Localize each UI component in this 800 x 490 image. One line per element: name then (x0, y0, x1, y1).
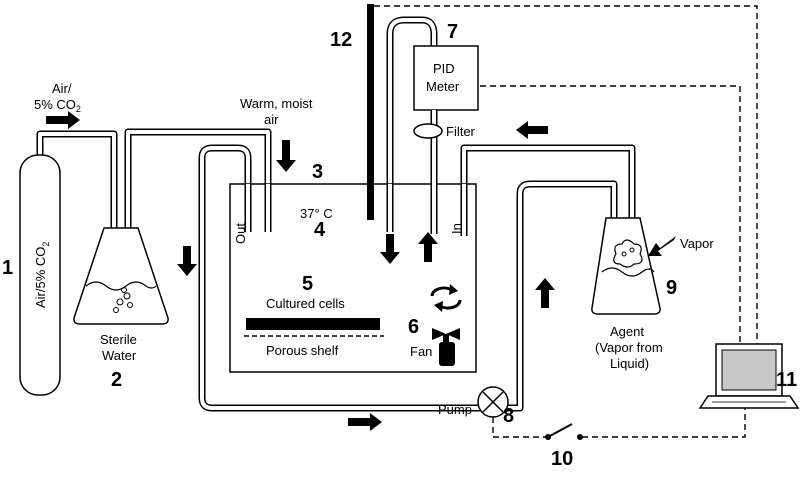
flow-arrow-icon (418, 232, 438, 262)
label-2: 2 (111, 369, 122, 391)
flow-arrow-icon (535, 278, 555, 308)
switch-icon (545, 423, 583, 440)
air-co2-label-2: 5% CO2 (34, 97, 81, 114)
probe-icon (367, 4, 374, 220)
flow-arrow-icon (380, 234, 400, 264)
label-6: 6 (408, 316, 419, 338)
rotation-arrows-icon (430, 284, 462, 312)
flow-arrow-icon (516, 121, 548, 139)
cultured-cells-label: Cultured cells (266, 296, 345, 311)
flow-arrow-icon (46, 111, 80, 129)
fan-label: Fan (410, 344, 432, 359)
label-3: 3 (312, 161, 323, 183)
agent-flask-icon (591, 217, 661, 315)
porous-shelf-label: Porous shelf (266, 343, 339, 358)
agent-label-3: Liquid) (610, 356, 649, 371)
air-label: air (264, 112, 279, 127)
label-4: 4 (314, 219, 326, 241)
label-12: 12 (330, 29, 352, 51)
label-9: 9 (666, 277, 677, 299)
water-label: Water (102, 348, 137, 363)
filter-label: Filter (446, 124, 476, 139)
temperature-label: 37° C (300, 206, 333, 221)
label-1: 1 (2, 257, 13, 279)
pid-label: PID (433, 61, 455, 76)
fan-icon (432, 328, 460, 366)
chamber-ports (244, 184, 468, 236)
humidifier-flask-icon (73, 227, 169, 325)
label-8: 8 (503, 405, 514, 427)
label-7: 7 (447, 21, 458, 43)
label-10: 10 (551, 448, 573, 470)
in-port-label: In (449, 223, 464, 234)
control-wires (374, 5, 758, 438)
gas-tank-icon: Air/5% CO2 (19, 154, 61, 396)
flow-arrow-icon (648, 236, 676, 256)
flow-arrow-icon (177, 246, 197, 276)
out-port-label: Out (233, 223, 248, 244)
pump-label: Pump (438, 402, 472, 417)
tubing (36, 16, 636, 412)
sterile-label: Sterile (100, 332, 137, 347)
agent-label-2: (Vapor from (595, 340, 663, 355)
pid-meter-icon (413, 45, 479, 111)
label-5: 5 (302, 273, 313, 295)
label-11: 11 (776, 369, 797, 391)
filter-icon (413, 123, 443, 139)
tank-label: Air/5% CO2 (33, 242, 51, 308)
flow-arrow-icon (348, 413, 382, 431)
agent-label: Agent (610, 324, 644, 339)
flow-arrow-icon (276, 140, 296, 172)
pump-icon (477, 386, 509, 418)
warm-moist-label: Warm, moist (240, 96, 313, 111)
cultured-cells-plate (246, 318, 380, 330)
laptop-icon (698, 343, 800, 409)
air-co2-label: Air/ (52, 81, 72, 96)
vapor-label: Vapor (680, 236, 714, 251)
meter-label: Meter (426, 79, 460, 94)
